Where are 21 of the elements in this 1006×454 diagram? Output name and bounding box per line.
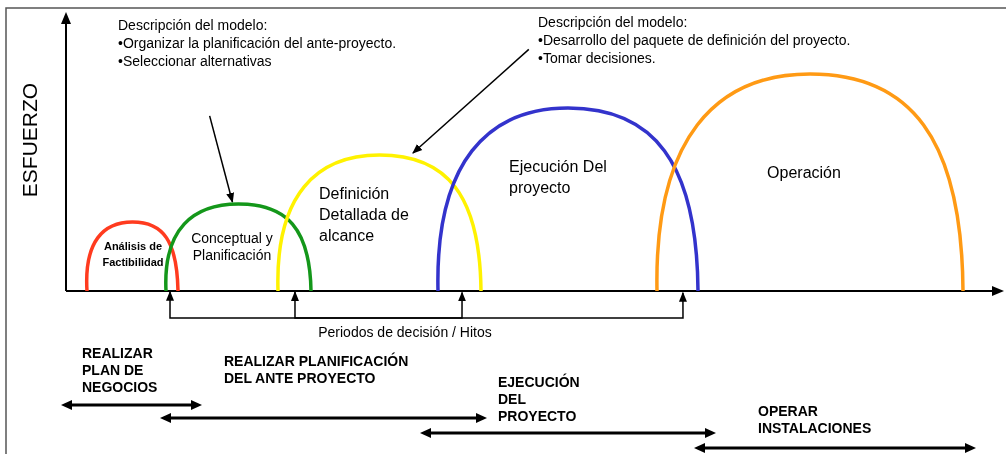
callout-arrow	[412, 48, 530, 154]
description-bullet: •Organizar la planificación del ante-proyecto.	[118, 34, 398, 52]
phase-label: Definición Detallada de alcance	[319, 184, 410, 246]
phase-label: Análisis de Factibilidad	[101, 239, 165, 270]
phase-activity-label: REALIZAR PLANIFICACIÓN DEL ANTE PROYECTO	[224, 353, 410, 387]
axis-title: ESFUERZO	[17, 82, 43, 198]
description-bullet: •Seleccionar alternativas	[118, 52, 273, 70]
phase-activity-label: EJECUCIÓN DEL PROYECTO	[498, 374, 581, 425]
description-heading: Descripción del modelo:	[118, 16, 269, 34]
milestone-arrow	[291, 290, 406, 319]
phase-activity-label: OPERAR INSTALACIONES	[758, 403, 873, 437]
description-bullet: •Tomar decisiones.	[538, 49, 657, 67]
milestone-label: Periodos de decisión / Hitos	[317, 323, 493, 341]
phase-label: Operación	[766, 163, 842, 183]
phase-label: Conceptual y Planificación	[190, 230, 274, 264]
milestone-arrow	[404, 291, 687, 319]
description-heading: Descripción del modelo:	[538, 13, 689, 31]
callout-arrow	[208, 115, 234, 203]
description-bullet: •Desarrollo del paquete de definición del proyecto.	[538, 31, 852, 49]
phase-activity-label: REALIZAR PLAN DE NEGOCIOS	[82, 345, 159, 396]
phase-label: Ejecución Del proyecto	[509, 157, 608, 198]
